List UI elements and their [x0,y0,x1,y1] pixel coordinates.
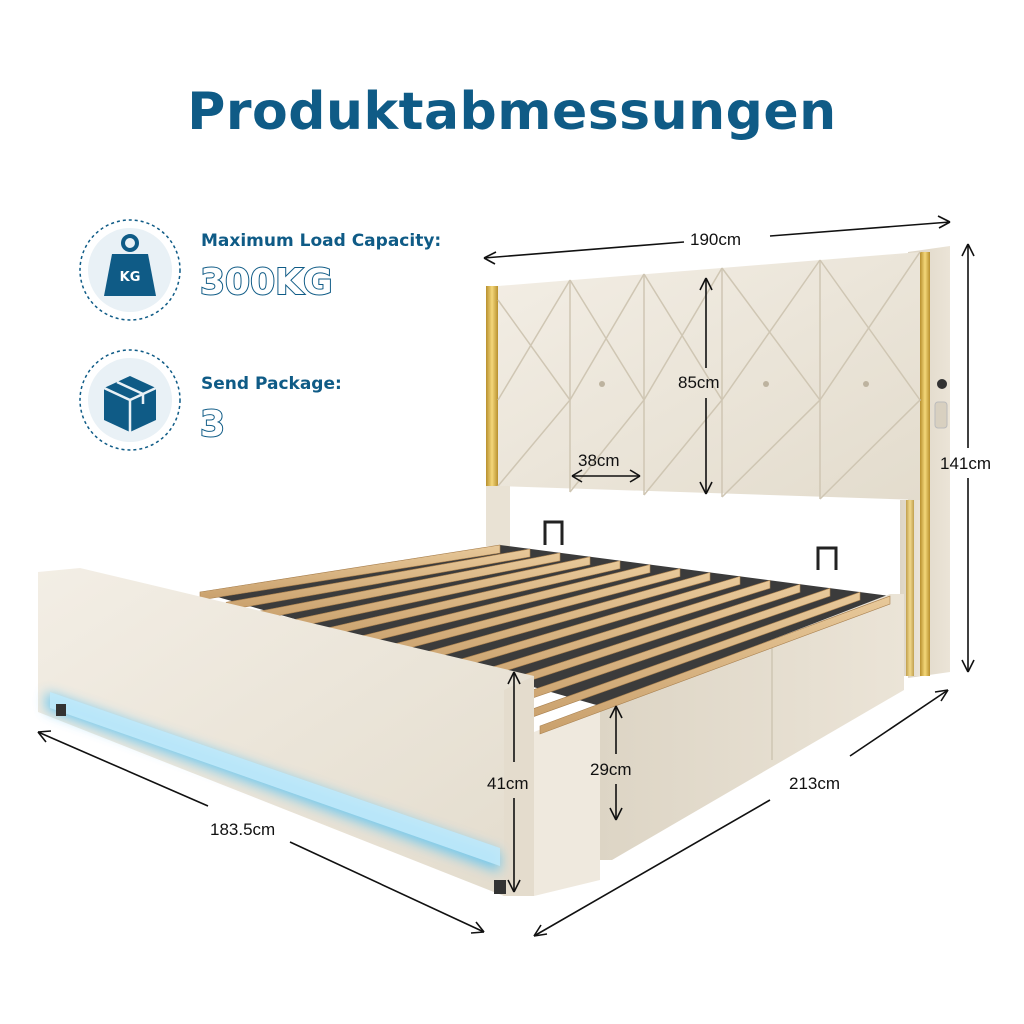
headboard-width-label: 190cm [690,230,742,249]
bed-slat [539,595,891,735]
bed-slats [199,544,891,735]
send-package-label: Send Package: [201,374,342,394]
headboard-height-label: 85cm [678,373,720,392]
weight-icon-label: KG [120,270,141,285]
width-label: 183.5cm [210,820,276,839]
load-capacity-label: Maximum Load Capacity: [201,231,442,251]
dimension-lines [37,215,975,937]
box-package-icon [79,349,181,451]
frame-height-label: 29cm [590,760,632,779]
page-title: Produktabmessungen [187,82,837,142]
panel-width-label: 38cm [578,451,620,470]
footboard-height-label: 41cm [487,774,529,793]
load-capacity-value: 300KG [199,261,334,304]
bed-illustration [38,246,950,896]
total-height-label: 141cm [940,454,992,473]
length-label: 213cm [789,774,841,793]
send-package-value: 3 [199,403,226,446]
weight-kg-icon: KG [79,219,181,321]
